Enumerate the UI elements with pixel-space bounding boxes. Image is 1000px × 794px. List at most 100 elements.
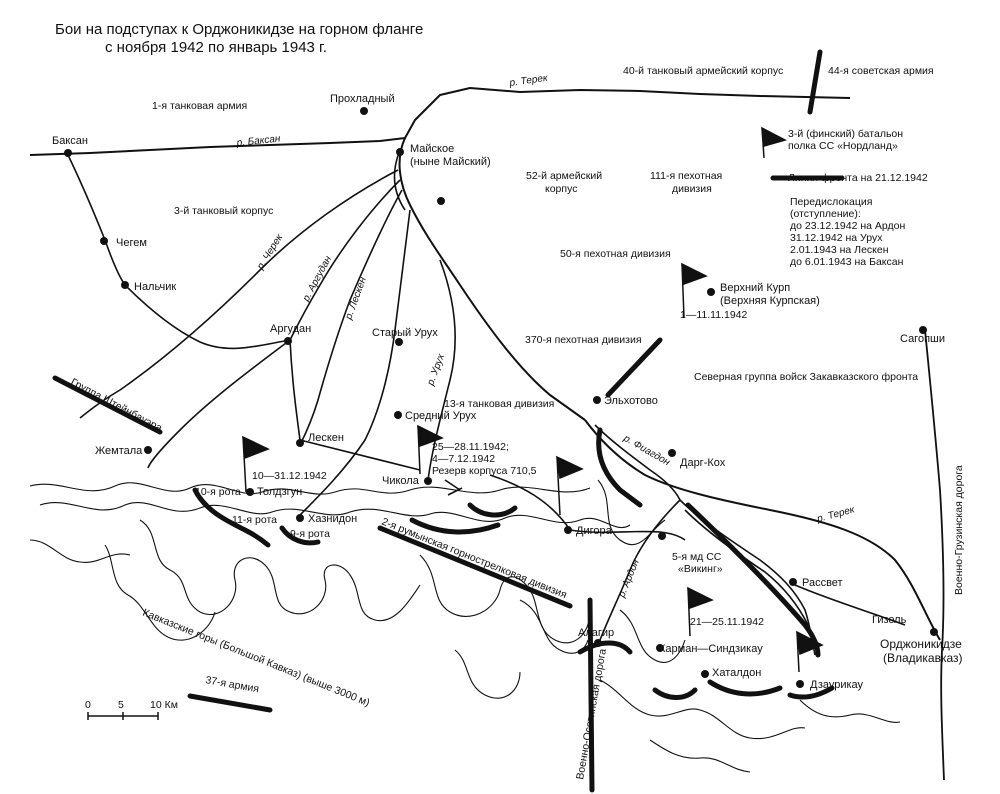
legend-redeploy-0: Передислокация <box>790 196 872 208</box>
unit-army-corps-52: 52-й армейский <box>526 170 602 182</box>
legend-flag-label-2: полка СС «Нордланд» <box>788 140 898 152</box>
flag-icon <box>687 586 714 637</box>
label-ordzhonikidze: Орджоникидзе <box>880 637 962 651</box>
label-khataldon: Хаталдон <box>712 667 761 679</box>
label-dzaurikau: Дзаурикау <box>810 679 864 691</box>
river-label-terek: р. Терек <box>508 73 550 90</box>
label-sredny-urukh: Средний Урух <box>405 410 477 422</box>
date-chikola-1: 25—28.11.1942; <box>432 441 509 453</box>
settlement-dot-icon <box>284 337 292 345</box>
unit-inf-div-370: 370-я пехотная дивизия <box>525 334 642 346</box>
front-line-icon <box>807 49 823 115</box>
settlement-dot-icon <box>656 644 664 652</box>
flags <box>242 126 824 673</box>
scale-five: 5 <box>118 699 124 711</box>
legend-redeploy-5: до 6.01.1943 на Баксан <box>790 256 904 268</box>
river-fiagdon <box>594 424 681 501</box>
settlement-dot-icon <box>594 639 602 647</box>
settlement-dot-icon <box>296 439 304 447</box>
settlement-dot-icon <box>593 396 601 404</box>
label-lesken: Лескен <box>308 432 344 444</box>
scale-zero: 0 <box>85 699 91 711</box>
legend-front-label: Линия фронта на 21.12.1942 <box>788 172 928 184</box>
label-sagopshi: Сагопши <box>900 333 945 345</box>
legend-flag-label-1: 3-й (финский) батальон <box>788 128 903 140</box>
settlement-dot-icon <box>100 237 108 245</box>
label-baksan: Баксан <box>52 135 88 147</box>
label-verkhny-kurp-alt: (Верхняя Курпская) <box>720 295 820 307</box>
date-chikola-3: Резерв корпуса 710,5 <box>432 465 537 477</box>
river-label-lesken: р. Лескен <box>343 275 369 322</box>
flag-icon <box>242 435 270 493</box>
settlement-dot-icon <box>296 514 304 522</box>
label-mayskoe-now: (ныне Майский) <box>410 156 491 168</box>
unit-tank-corps-3: 3-й танковый корпус <box>174 205 273 217</box>
label-prokhladny: Прохладный <box>330 93 395 105</box>
label-verkhny-kurp: Верхний Курп <box>720 282 790 294</box>
settlement-labels: Баксан Прохладный Майское (ныне Майский)… <box>52 93 963 691</box>
river-label-cherek: р. Черек <box>255 231 286 272</box>
river-label-baksan: р. Баксан <box>235 133 281 149</box>
label-toldzgun: Толдзгун <box>257 486 302 498</box>
label-vladikavkaz: (Владикавказ) <box>883 651 963 665</box>
settlement-dot-icon <box>789 578 797 586</box>
unit-inf-div-50: 50-я пехотная дивизия <box>560 248 671 260</box>
front-lines <box>52 49 845 793</box>
unit-tank-army-1: 1-я танковая армия <box>152 100 247 112</box>
unit-romanian-div: 2-я румынская горнострелковая дивизия <box>380 516 569 602</box>
scale-bar: 0 5 10 Км <box>85 699 178 720</box>
date-toldzgun: 10—31.12.1942 <box>252 470 327 482</box>
settlement-dot-icon <box>658 532 666 540</box>
settlement-dot-icon <box>668 449 676 457</box>
legend-redeploy-4: 2.01.1943 на Лескен <box>790 244 889 256</box>
label-alagir: Алагир <box>578 627 614 639</box>
flag-icon <box>796 630 824 673</box>
unit-labels: 1-я танковая армия 40-й танковый армейск… <box>69 65 934 695</box>
legend-redeploy-2: до 23.12.1942 на Ардон <box>790 220 905 232</box>
unit-army-37: 37-я армия <box>204 674 259 695</box>
river-cherek <box>79 169 399 419</box>
settlement-dot-icon <box>64 149 72 157</box>
river-lesken <box>299 189 403 446</box>
unit-soviet-army-44: 44-я советская армия <box>828 65 934 77</box>
label-stary-urukh: Старый Урух <box>372 327 438 339</box>
settlement-dot-icon <box>701 670 709 678</box>
flag-icon <box>681 262 708 319</box>
date-labels: 1—11.11.1942 10—31.12.1942 25—28.11.1942… <box>252 309 764 628</box>
unit-company-11: 11-я рота <box>232 514 277 526</box>
settlement-dot-icon <box>796 680 804 688</box>
label-chegem: Чегем <box>116 237 147 249</box>
date-kurp: 1—11.11.1942 <box>680 309 747 321</box>
river-argudan <box>289 179 401 341</box>
date-karman: 21—25.11.1942 <box>690 616 764 628</box>
river-network <box>29 87 945 781</box>
label-digora: Дигора <box>576 525 613 537</box>
settlement-dot-icon <box>424 477 432 485</box>
settlement-dot-icon <box>930 628 938 636</box>
river-label-urukh: р. Урух <box>425 352 447 388</box>
unit-company-9: 9-я рота <box>290 528 330 540</box>
unit-tank-div-13: 13-я танковая дивизия <box>444 398 554 410</box>
unit-tank-corps-40: 40-й танковый армейский корпус <box>623 65 783 77</box>
label-nalchik: Нальчик <box>134 281 176 293</box>
settlement-dot-icon <box>360 107 368 115</box>
river-ardon <box>599 499 681 641</box>
road-gruzinskaya <box>924 329 945 781</box>
legend-redeploy-3: 31.12.1942 на Урух <box>790 232 883 244</box>
label-rassvet: Рассвет <box>802 577 843 589</box>
unit-northern-group: Северная группа войск Закавказского фрон… <box>694 371 918 383</box>
settlement-dot-icon <box>121 281 129 289</box>
legend: 3-й (финский) батальон полка СС «Нордлан… <box>788 128 928 268</box>
settlement-dot-icon <box>437 197 445 205</box>
label-khaznidon: Хазнидон <box>308 513 357 525</box>
settlement-dot-icon <box>144 446 152 454</box>
unit-inf-div-111-b: дивизия <box>672 183 712 195</box>
label-karman: Карман—Синдзикау <box>659 643 763 655</box>
unit-company-10: 10-я рота <box>195 486 241 498</box>
settlement-dot-icon <box>707 288 715 296</box>
settlement-dot-icon <box>396 148 404 156</box>
river-terek-lower <box>584 419 941 641</box>
road-label-gruzinskaya: Военно-Грузинская дорога <box>953 465 965 595</box>
river-terek-trunk <box>398 137 586 421</box>
